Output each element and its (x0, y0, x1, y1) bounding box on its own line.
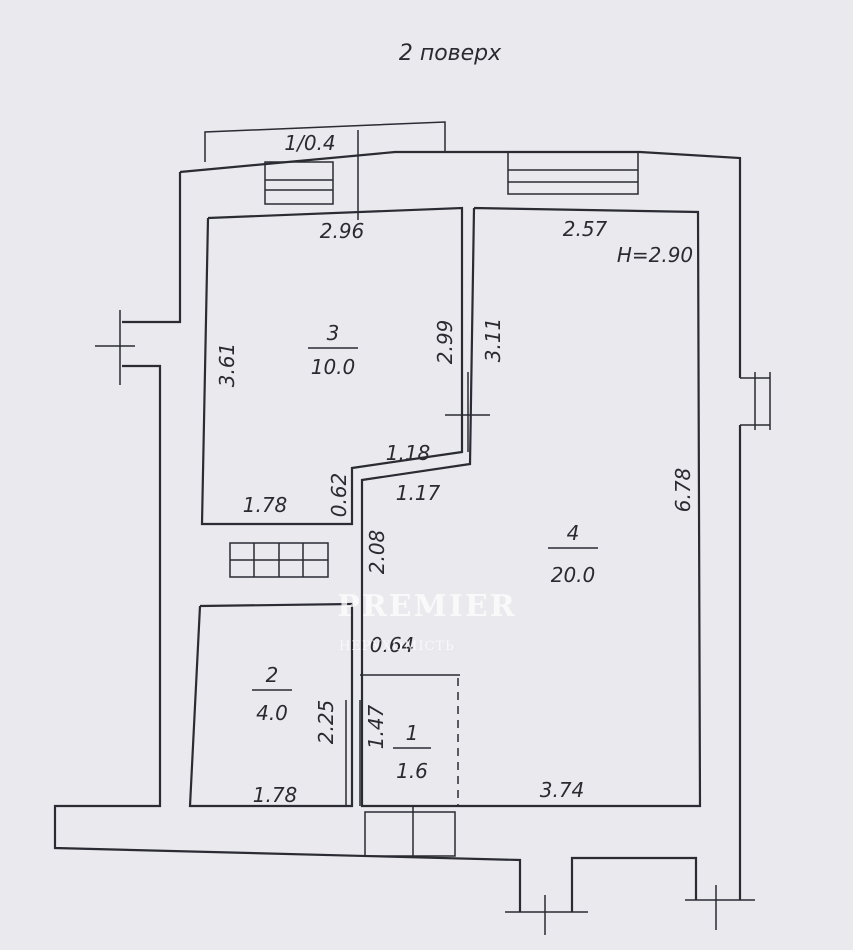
balcony: 1/0.4 (204, 121, 446, 162)
watermark-brand: PREMIER (337, 589, 516, 624)
room-3-area: 10.0 (311, 355, 356, 379)
dim-room3-bottom: 1.78 (243, 493, 288, 517)
dim-room4-right: 6.78 (671, 468, 695, 513)
room-1 (359, 674, 460, 806)
window-room4 (507, 151, 639, 195)
outer-wall (53, 150, 771, 935)
room-1-number: 1 (406, 721, 419, 745)
dim-room2-right: 2.25 (314, 700, 338, 745)
dim-room4-corridor: 2.08 (365, 530, 389, 575)
stove-icon (229, 542, 329, 578)
dim-room3-step: 0.62 (327, 473, 351, 518)
dim-room3-left: 3.61 (215, 343, 239, 388)
room-1-area: 1.6 (396, 759, 428, 783)
room-4 (360, 206, 702, 808)
room-3 (200, 206, 490, 526)
dim-room4-top: 2.57 (563, 217, 608, 241)
dim-room3-top: 2.96 (320, 219, 365, 243)
dim-room4-notch: 1.17 (396, 481, 441, 505)
dim-room4-bottom: 3.74 (540, 778, 585, 802)
dim-room2-bottom: 1.78 (253, 783, 298, 807)
room-3-number: 3 (327, 321, 340, 345)
dim-room4-left-upper: 3.11 (481, 318, 505, 363)
room-2-area: 4.0 (256, 701, 288, 725)
room-4-area: 20.0 (551, 563, 596, 587)
balcony-label: 1/0.4 (284, 131, 335, 155)
watermark-sub: НЕРУХОМІСТЬ (339, 639, 455, 654)
dim-room3-right: 2.99 (433, 320, 457, 365)
entrance-threshold (364, 806, 456, 857)
room-2 (188, 602, 354, 808)
ceiling-height: H=2.90 (617, 243, 693, 267)
room-4-number: 4 (567, 521, 580, 545)
dim-room3-notch: 1.18 (386, 441, 431, 465)
room-2-number: 2 (266, 663, 279, 687)
dim-room1-left: 1.47 (364, 704, 388, 749)
window-room3 (264, 130, 359, 220)
dim-room4-door: 0.64 (370, 633, 415, 657)
floor-title: 2 поверх (399, 41, 502, 66)
